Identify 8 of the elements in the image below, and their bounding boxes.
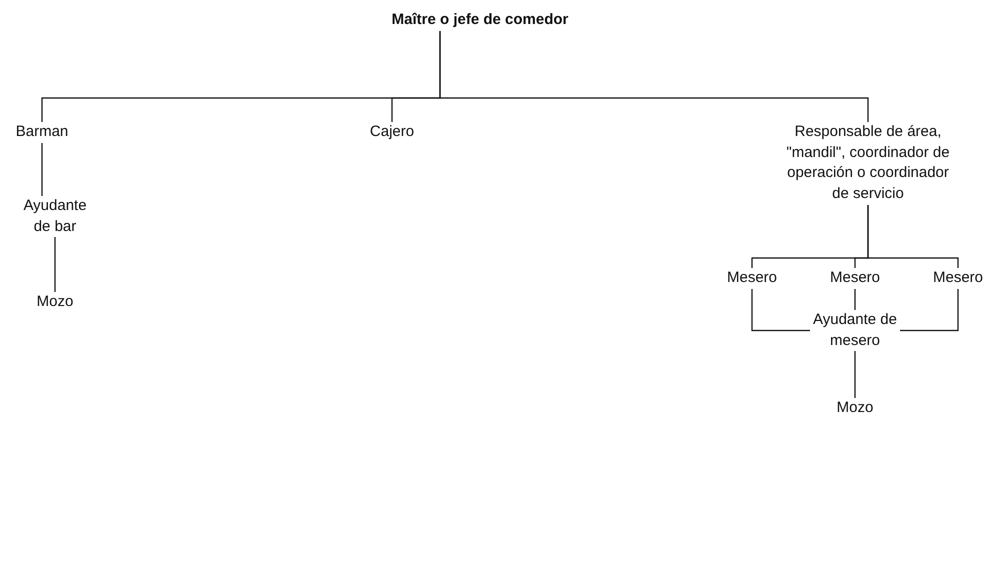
connector-line	[41, 143, 43, 196]
connector-line	[751, 289, 810, 332]
connector-line	[900, 289, 959, 332]
connector-line	[439, 31, 869, 122]
connector-line	[867, 205, 959, 268]
connector-line	[854, 289, 856, 310]
connector-line	[854, 351, 856, 398]
connector-line	[54, 237, 56, 292]
